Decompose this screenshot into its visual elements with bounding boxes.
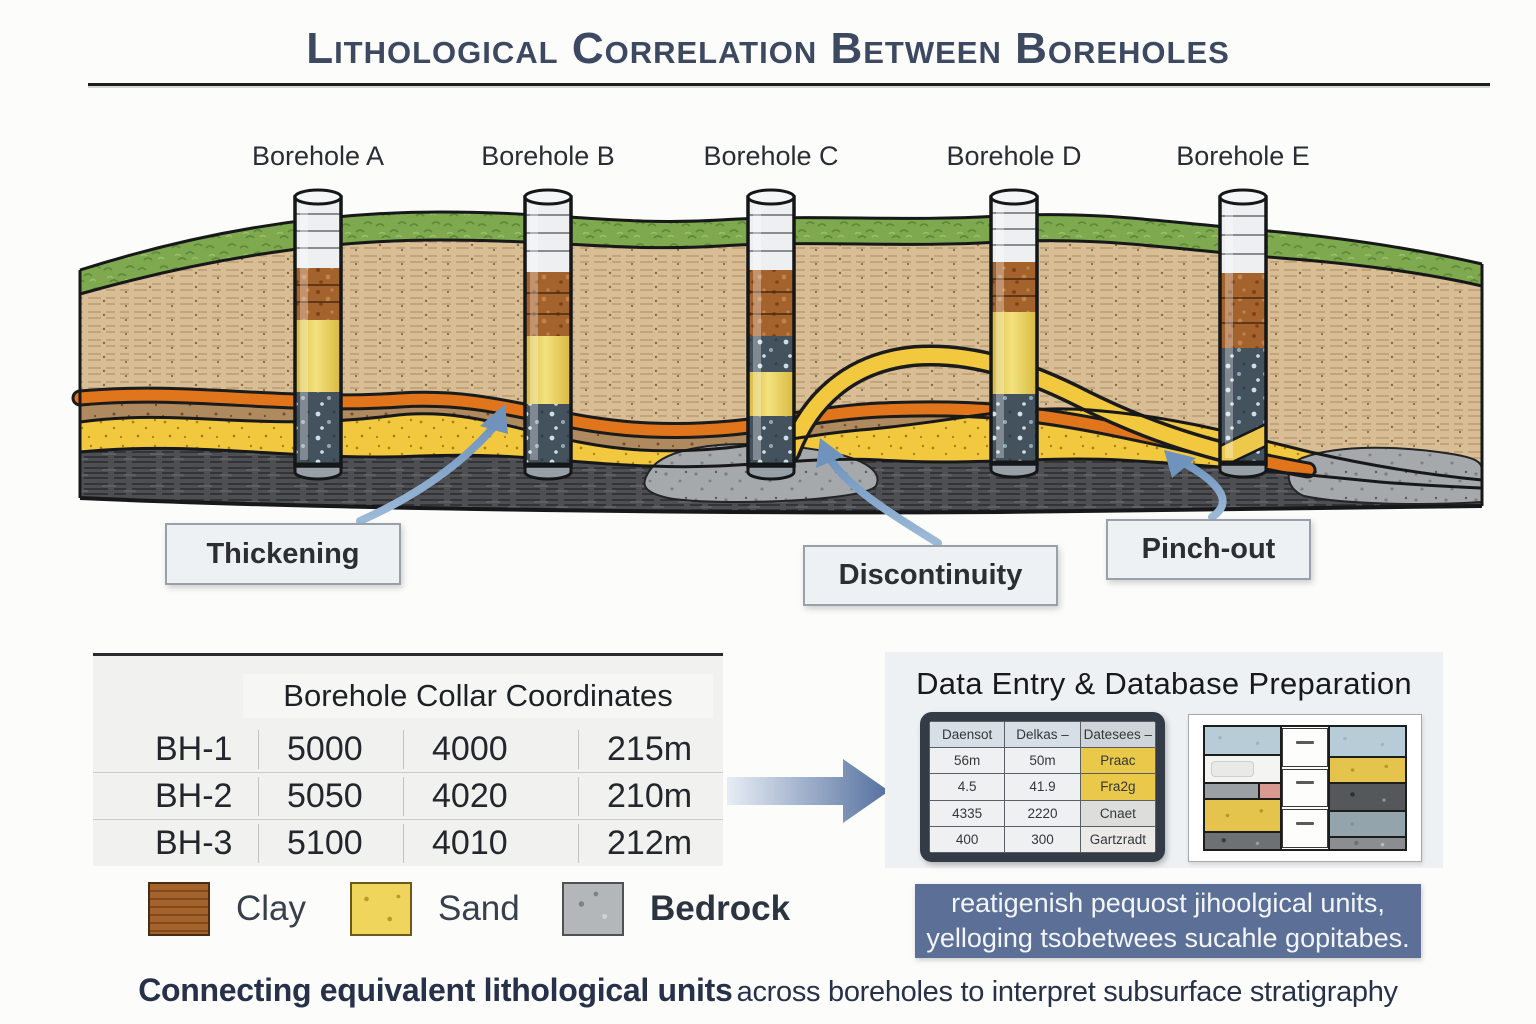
note-box: reatigenish pequost jihoolgical units, y… (915, 884, 1421, 958)
cell-id: BH-2 (155, 776, 233, 815)
legend-item-sand: Sand (350, 882, 520, 936)
strata-stack-left (1203, 725, 1282, 851)
legend-label: Bedrock (650, 889, 791, 928)
cell-easting: 5050 (258, 776, 403, 816)
callout-pinch-out: Pinch-out (1106, 519, 1311, 580)
borehole-label-c: Borehole C (703, 141, 839, 171)
collar-table: BH-1 5000 4000 215m BH-2 5050 4020 210m … (93, 726, 723, 866)
discontinuity-arrow (816, 438, 942, 547)
callout-discontinuity: Discontinuity (803, 545, 1058, 606)
cell-elevation: 210m (578, 776, 723, 816)
cell-northing: 4010 (403, 823, 578, 863)
cell-easting: 5000 (258, 729, 403, 769)
device-cell: Fra2g (1079, 773, 1156, 801)
device-cell: 4.5 (929, 773, 1006, 801)
device-cell: 4335 (929, 799, 1006, 827)
borehole-column-e (1218, 188, 1268, 479)
cell-elevation: 212m (578, 823, 723, 863)
drawer-handle-icon (1296, 740, 1314, 744)
cell-northing: 4000 (403, 729, 578, 769)
borehole-column-c (746, 188, 796, 481)
caption-strong: Connecting equivalent lithological units (138, 972, 733, 1008)
drawer (1281, 809, 1329, 848)
legend-item-clay: Clay (148, 882, 306, 936)
stratum-bar (1330, 812, 1405, 838)
title-divider (88, 83, 1490, 86)
drawer (1281, 728, 1329, 767)
borehole-label-d: Borehole D (946, 141, 1082, 171)
sand-swatch-icon (350, 882, 412, 936)
device-cell: 2220 (1004, 799, 1081, 827)
stratum-bar (1330, 838, 1405, 849)
cell-northing: 4020 (403, 776, 578, 816)
data-entry-title: Data Entry & Database Preparation (916, 666, 1412, 701)
stratum-bar (1330, 758, 1405, 784)
grass-layer (80, 212, 1482, 294)
pinch-out-arrow (1164, 450, 1227, 521)
borehole-column-b (523, 188, 573, 481)
callout-thickening: Thickening (165, 523, 401, 585)
drawer (1281, 768, 1329, 808)
stratum-bar (1205, 833, 1280, 849)
clay-swatch-icon (148, 882, 210, 936)
note-line-1: reatigenish pequost jihoolgical units, (951, 888, 1385, 918)
legend-item-bedrock: Bedrock (562, 882, 790, 936)
caption-regular: across boreholes to interpret subsurface… (736, 976, 1398, 1008)
database-cabinet-graphic (1188, 714, 1422, 862)
borehole-column-d (989, 188, 1039, 479)
stratum-bar (1205, 756, 1280, 784)
legend-label: Clay (236, 889, 307, 928)
cell-id: BH-3 (155, 823, 233, 862)
cell-easting: 5100 (258, 823, 403, 863)
device-cell: 300 (1004, 825, 1081, 853)
device-cell: Cnaet (1079, 799, 1156, 827)
device-cell: 41.9 (1004, 773, 1081, 801)
filing-drawers (1281, 725, 1329, 851)
device-col-header: Datesees – (1079, 721, 1156, 749)
device-cell: Praac (1079, 747, 1156, 775)
stratum-bar (1205, 784, 1280, 800)
stratum-bar (1205, 800, 1280, 833)
thickening-arrow (356, 404, 508, 525)
cell-elevation: 215m (578, 729, 723, 769)
device-cell: Gartzradt (1079, 825, 1156, 853)
collar-coordinates-panel: Borehole Collar Coordinates BH-1 5000 40… (93, 653, 723, 866)
device-cell: 56m (929, 747, 1006, 775)
device-cell: 400 (929, 825, 1006, 853)
tablet-screen: Daensot Delkas – Datesees – 56m 50m Praa… (929, 721, 1156, 853)
table-row: BH-3 5100 4010 212m (93, 819, 723, 866)
note-line-2: yelloging tsobetwees sucahle gopitabes. (926, 923, 1410, 953)
borehole-column-a (293, 188, 343, 481)
borehole-label-a: Borehole A (251, 141, 385, 171)
borehole-label-e: Borehole E (1176, 141, 1310, 171)
table-row: BH-1 5000 4000 215m (93, 726, 723, 772)
bottom-caption: Connecting equivalent lithological units… (0, 972, 1536, 1009)
drawer-handle-icon (1296, 822, 1314, 826)
strata-stack-right (1328, 725, 1407, 851)
device-col-header: Daensot (929, 721, 1006, 749)
legend-label: Sand (438, 889, 520, 928)
data-entry-tablet: Daensot Delkas – Datesees – 56m 50m Praa… (920, 712, 1165, 862)
collar-table-title: Borehole Collar Coordinates (243, 674, 713, 718)
stratum-bar (1330, 727, 1405, 758)
cell-id: BH-1 (155, 729, 233, 768)
layer-boundaries (78, 210, 1484, 515)
cabinet-inner (1203, 725, 1407, 851)
table-row: BH-2 5050 4020 210m (93, 772, 723, 819)
device-col-header: Delkas – (1004, 721, 1081, 749)
callout-arrows (356, 404, 1227, 547)
flow-arrow (727, 759, 889, 823)
borehole-label-b: Borehole B (481, 141, 615, 171)
device-table: Daensot Delkas – Datesees – 56m 50m Praa… (929, 721, 1156, 853)
stratum-bar (1205, 727, 1280, 756)
device-cell: 50m (1004, 747, 1081, 775)
page-title: Lithological Correlation Between Borehol… (306, 24, 1230, 73)
bedrock-swatch-icon (562, 882, 624, 936)
stratum-bar (1330, 784, 1405, 812)
drawer-handle-icon (1296, 781, 1314, 785)
